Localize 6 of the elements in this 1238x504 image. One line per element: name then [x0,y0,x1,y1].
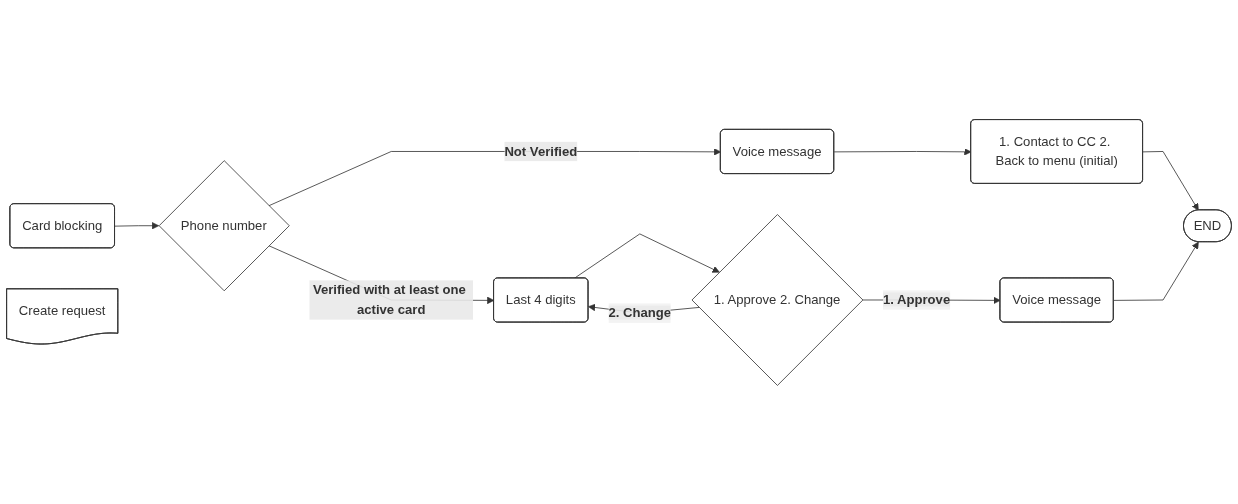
edge-label: 2. Change [608,305,672,320]
edge-label: 1. Approve [882,292,951,307]
edge-label: Verified with at least one active card [312,282,466,316]
edge-label: Not Verified [504,143,578,158]
node-diamond: Phone number [158,159,290,291]
node-diamond: 1. Approve 2. Change [691,213,864,386]
